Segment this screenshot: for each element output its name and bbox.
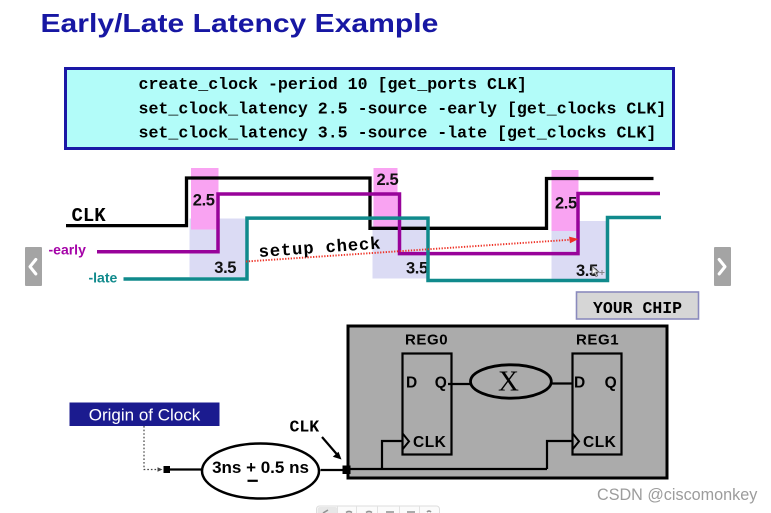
svg-text:D: D <box>574 375 585 392</box>
svg-text:2.5: 2.5 <box>555 195 577 213</box>
svg-text:2.5: 2.5 <box>193 192 215 210</box>
svg-text:X: X <box>498 366 519 398</box>
svg-text:2.5: 2.5 <box>377 171 399 189</box>
svg-text:Q: Q <box>435 375 447 392</box>
svg-text:Origin of Clock: Origin of Clock <box>89 406 201 425</box>
svg-text:CSDN @ciscomonkey: CSDN @ciscomonkey <box>597 486 758 504</box>
svg-text:REG0: REG0 <box>405 332 448 349</box>
svg-text:3.5: 3.5 <box>214 259 236 277</box>
svg-text:-late: -late <box>89 270 118 286</box>
svg-text:CLK: CLK <box>290 418 320 437</box>
svg-text:set_clock_latency 2.5 -source: set_clock_latency 2.5 -source -early [ge… <box>139 100 667 119</box>
svg-text:YOUR CHIP: YOUR CHIP <box>593 299 682 318</box>
svg-text:setup check: setup check <box>258 235 382 263</box>
svg-text:CLK: CLK <box>583 434 617 451</box>
svg-text:create_clock -period 10 [get_p: create_clock -period 10 [get_ports CLK] <box>139 75 527 94</box>
svg-text:set_clock_latency 3.5 -source: set_clock_latency 3.5 -source -late [get… <box>139 124 657 143</box>
svg-text:Q: Q <box>605 375 617 392</box>
svg-text:REG1: REG1 <box>576 332 619 349</box>
svg-text:CLK: CLK <box>413 434 447 451</box>
svg-text:Early/Late Latency Example: Early/Late Latency Example <box>41 9 439 37</box>
svg-text:CLK: CLK <box>72 205 107 227</box>
svg-text:D: D <box>406 375 417 392</box>
svg-text:3.5: 3.5 <box>406 260 428 278</box>
svg-text:3ns + 0.5 ns: 3ns + 0.5 ns <box>212 458 309 477</box>
svg-text:-early: -early <box>49 242 87 258</box>
